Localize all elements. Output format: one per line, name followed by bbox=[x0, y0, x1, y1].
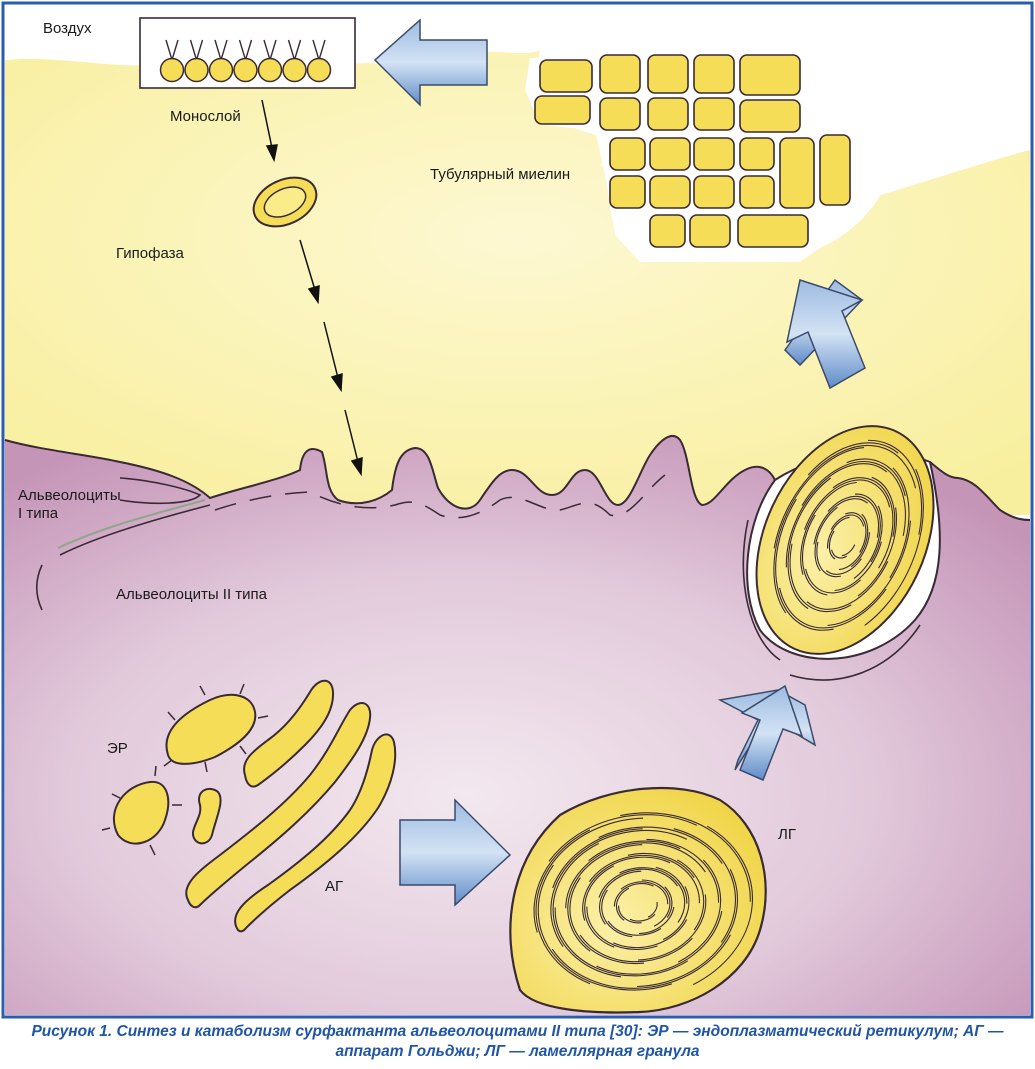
hypophase-vesicle bbox=[252, 176, 318, 228]
caption-prefix: Рисунок 1. bbox=[31, 1023, 113, 1040]
arrow-up-right-1 bbox=[739, 684, 804, 781]
label-tubular-myelin: Тубулярный миелин bbox=[430, 166, 571, 183]
monolayer-box bbox=[139, 17, 356, 89]
arrow-to-granule bbox=[399, 798, 512, 907]
flow-arrows-2 bbox=[739, 279, 866, 781]
cell-membrane-right bbox=[929, 461, 1031, 521]
exocytosis-line-2 bbox=[789, 624, 921, 681]
membrane-inner-line bbox=[214, 474, 666, 519]
label-lamellar-granule: ЛГ bbox=[778, 826, 796, 843]
label-hypophase: Гипофаза bbox=[116, 245, 184, 262]
cell-membrane bbox=[4, 435, 776, 510]
thin-arrows bbox=[261, 99, 363, 477]
label-golgi: АГ bbox=[325, 878, 344, 895]
arrow-to-monolayer bbox=[373, 18, 488, 107]
type1-cell-outline-2 bbox=[59, 504, 211, 556]
arrow-up-right-2 bbox=[785, 279, 866, 390]
type1-cell-outline-3 bbox=[57, 499, 206, 549]
exocytosis-line bbox=[742, 519, 781, 661]
label-air: Воздух bbox=[43, 20, 92, 37]
type1-cell-outline bbox=[119, 477, 202, 505]
hypophase-area bbox=[5, 50, 1030, 515]
golgi-apparatus bbox=[185, 679, 397, 933]
caption-text: Синтез и катаболизм сурфактанта альвеоло… bbox=[112, 1023, 1004, 1060]
er-vesicles bbox=[101, 683, 269, 856]
tubular-myelin bbox=[525, 45, 865, 262]
figure-caption: Рисунок 1. Синтез и катаболизм сурфактан… bbox=[6, 1022, 1029, 1062]
label-type1-cells: Альвеолоциты I типа bbox=[18, 487, 121, 522]
lamellar-granule bbox=[509, 786, 767, 1014]
lamellar-granule-secreting bbox=[755, 425, 935, 655]
label-type2-cells: Альвеолоциты II типа bbox=[116, 586, 267, 603]
type1-cell-outline-4 bbox=[35, 564, 43, 611]
label-er: ЭР bbox=[107, 740, 128, 757]
label-monolayer: Монослой bbox=[170, 108, 241, 125]
